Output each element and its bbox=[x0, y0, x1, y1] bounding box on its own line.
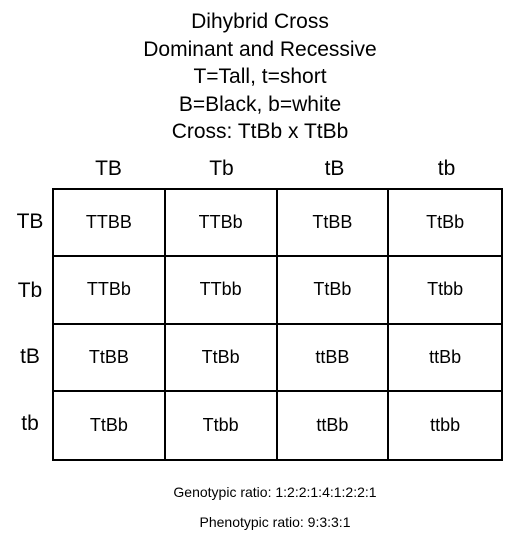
grid-cell: TtBb bbox=[389, 190, 501, 258]
punnett-square: TTBB TTBb TtBB TtBb TTBb TTbb TtBb Ttbb … bbox=[52, 188, 503, 461]
grid-cell: TTBb bbox=[54, 257, 166, 325]
grid-cell: TtBb bbox=[165, 324, 278, 392]
title-line-4: B=Black, b=white bbox=[178, 92, 342, 116]
grid-cell: ttBb bbox=[389, 325, 501, 392]
title-line-3: T=Tall, t=short bbox=[193, 65, 327, 88]
title-line-1: Dihybrid Cross bbox=[191, 10, 329, 33]
column-header-2: Tb bbox=[209, 157, 234, 180]
column-header-1: TB bbox=[95, 157, 122, 180]
title-block: Dihybrid Cross Dominant and Recessive T=… bbox=[0, 8, 520, 146]
column-header-3: tB bbox=[324, 157, 345, 180]
column-header-4: tb bbox=[437, 157, 456, 180]
grid-cell: TtBB bbox=[54, 324, 166, 392]
grid-cell: Ttbb bbox=[389, 257, 501, 325]
grid-cell: TTbb bbox=[165, 257, 278, 325]
grid-cell: ttbb bbox=[430, 414, 461, 435]
row-header-4: tb bbox=[21, 412, 39, 435]
grid-cell: TtBB bbox=[277, 190, 390, 258]
grid-cell: TtBb bbox=[54, 391, 166, 459]
grid-cell: Ttbb bbox=[166, 391, 278, 459]
genotypic-ratio: Genotypic ratio: 1:2:2:1:4:1:2:2:1 bbox=[173, 484, 377, 500]
row-header-2: Tb bbox=[17, 279, 43, 302]
grid-cell: TTBb bbox=[165, 190, 278, 258]
phenotypic-ratio: Phenotypic ratio: 9:3:3:1 bbox=[199, 514, 351, 530]
grid-cell: ttBB bbox=[277, 324, 390, 392]
row-header-3: tB bbox=[20, 345, 40, 368]
grid-cell: ttBb bbox=[278, 391, 390, 459]
grid-cell: TTBB bbox=[54, 190, 166, 258]
title-line-5: Cross: TtBb x TtBb bbox=[171, 120, 349, 143]
title-line-2: Dominant and Recessive bbox=[143, 37, 377, 61]
row-header-1: TB bbox=[16, 210, 44, 233]
grid-cell: TtBb bbox=[277, 257, 390, 325]
